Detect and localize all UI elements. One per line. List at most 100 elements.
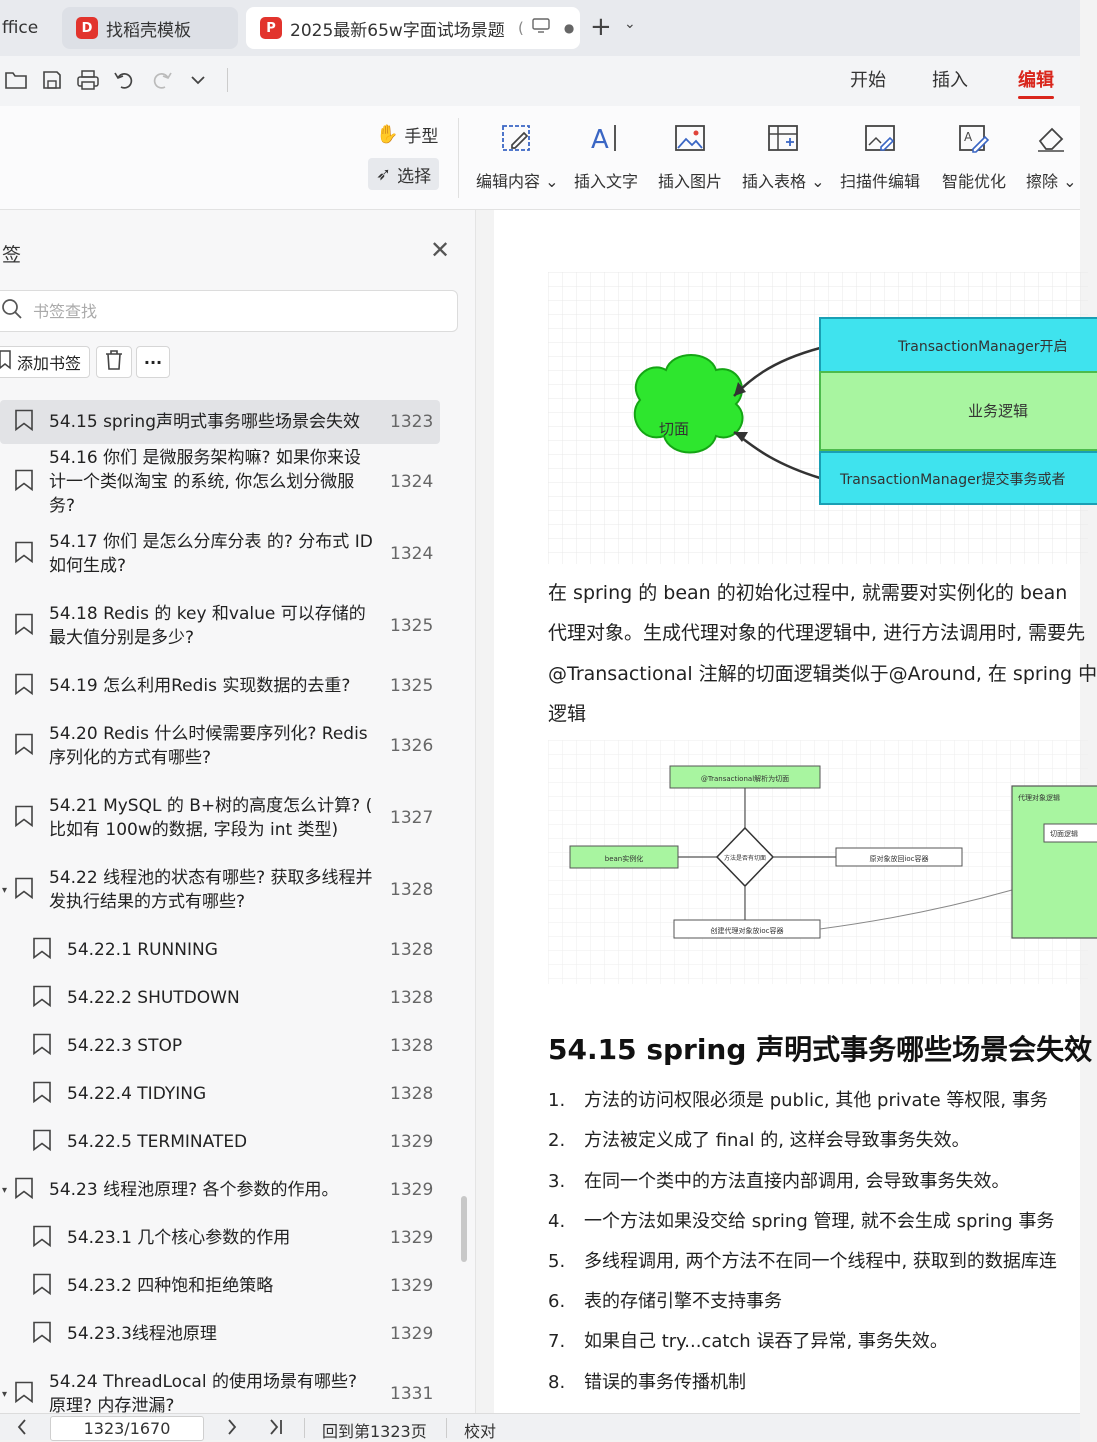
bookmark-icon xyxy=(14,733,34,759)
more-options-button[interactable]: ··· xyxy=(136,346,170,378)
edit-content-icon xyxy=(499,120,535,156)
paragraph-line-4: 逻辑 xyxy=(548,703,587,725)
aspect-logic-label: 切面逻辑 xyxy=(1050,829,1078,838)
bookmark-panel-title: 签 xyxy=(2,244,22,266)
insert-text-icon: A xyxy=(588,120,624,156)
undo-icon[interactable] xyxy=(110,66,138,94)
bookmark-item[interactable]: 54.19 怎么利用Redis 实现数据的去重?1325 xyxy=(0,662,440,710)
hand-tool-button[interactable]: ✋ 手型 xyxy=(376,122,438,147)
proxy-link-curve xyxy=(819,889,1013,930)
trash-icon xyxy=(104,349,124,375)
docer-logo-icon: D xyxy=(76,17,98,39)
list-item-text: 方法的访问权限必须是 public, 其他 private 等权限, 事务 xyxy=(584,1090,1048,1111)
tm-open-box xyxy=(819,317,1097,373)
bookmark-page-number: 1329 xyxy=(390,1132,434,1152)
unsaved-dot-icon[interactable]: ● xyxy=(563,21,575,35)
bookmark-item[interactable]: ▾54.23 线程池原理? 各个参数的作用。1329 xyxy=(0,1166,440,1214)
select-tool-button[interactable]: ➶ 选择 xyxy=(368,158,440,190)
status-bar: 1323/1670 回到第1323页 校对 xyxy=(0,1413,1080,1441)
bookmark-icon xyxy=(14,409,34,435)
list-item: 8.错误的事务传播机制 xyxy=(548,1368,746,1394)
bookmark-search-input[interactable] xyxy=(33,301,413,321)
bookmark-icon xyxy=(32,985,52,1011)
list-item-number: 2. xyxy=(548,1130,566,1151)
proxy-flow-diagram: @Transactional解析为切面 bean实例化 方法是否有切面 原对象放… xyxy=(548,740,1097,984)
redo-icon[interactable] xyxy=(148,66,176,94)
screen-icon[interactable] xyxy=(532,17,550,39)
new-tab-button[interactable]: + xyxy=(590,12,612,42)
tab-document-label: 2025最新65w字面试场景题 xyxy=(290,20,505,41)
bookmark-search[interactable] xyxy=(0,290,458,332)
arrow-bottom-head xyxy=(734,432,748,442)
delete-bookmark-button[interactable] xyxy=(96,346,132,378)
tab-template[interactable]: D 找稻壳模板 xyxy=(62,7,238,49)
bookmark-label: 54.24 ThreadLocal 的使用场景有哪些? 原理? 内存泄漏? xyxy=(49,1372,358,1416)
insert-image-label: 插入图片 xyxy=(658,172,723,191)
page-number-field[interactable]: 1323/1670 xyxy=(50,1416,204,1441)
scan-edit-icon xyxy=(862,120,898,156)
bookmark-page-number: 1328 xyxy=(390,1084,434,1104)
quick-more-chevron-icon[interactable] xyxy=(184,66,212,94)
list-item-text: 多线程调用, 两个方法不在同一个线程中, 获取到的数据库连 xyxy=(584,1251,1057,1272)
menu-tab-insert[interactable]: 插入 xyxy=(932,70,968,91)
add-bookmark-icon xyxy=(0,350,11,374)
tm-open-label: TransactionManager开启 xyxy=(897,339,1067,355)
list-item-number: 6. xyxy=(548,1291,566,1312)
smart-optimize-button[interactable]: A 智能优化 xyxy=(942,120,1006,192)
next-page-icon[interactable] xyxy=(226,1418,238,1440)
bookmark-label: 54.23.1 几个核心参数的作用 xyxy=(67,1228,291,1248)
print-icon[interactable] xyxy=(74,66,102,94)
prev-page-icon[interactable] xyxy=(16,1418,28,1440)
expand-caret-icon[interactable]: ▾ xyxy=(2,1184,8,1196)
insert-table-button[interactable]: 插入表格 ⌄ xyxy=(742,120,825,192)
bookmark-item[interactable]: 54.20 Redis 什么时候需要序列化? Redis 序列化的方式有哪些?1… xyxy=(0,710,440,782)
menu-tab-start[interactable]: 开始 xyxy=(850,70,886,91)
close-panel-icon[interactable]: ✕ xyxy=(430,236,451,264)
ribbon: ✋ 手型 ➶ 选择 编辑内容 ⌄ A 插入文字 插入图片 插入表格 ⌄ 扫描件编… xyxy=(0,106,1080,210)
tab-app-label: ffice xyxy=(2,18,39,38)
list-item: 2. 方法被定义成了 final 的, 这样会导致事务失效。 xyxy=(548,1126,970,1152)
edit-content-button[interactable]: 编辑内容 ⌄ xyxy=(476,120,559,192)
bookmark-item[interactable]: 54.16 你们 是微服务架构嘛? 如果你来设计一个类似淘宝 的系统, 你怎么划… xyxy=(0,446,440,518)
bookmark-item[interactable]: ▾54.22 线程池的状态有哪些? 获取多线程并发执行结果的方式有哪些?1328 xyxy=(0,854,440,926)
scan-edit-button[interactable]: 扫描件编辑 xyxy=(840,120,920,192)
open-folder-icon[interactable] xyxy=(2,66,30,94)
sidebar-scrollbar[interactable] xyxy=(461,1196,467,1262)
return-ioc-box xyxy=(835,847,963,867)
add-bookmark-button[interactable]: 添加书签 xyxy=(0,346,90,378)
list-item-text: 方法被定义成了 final 的, 这样会导致事务失效。 xyxy=(584,1130,970,1151)
bookmark-item[interactable]: 54.21 MySQL 的 B+树的高度怎么计算? ( 比如有 100w的数据,… xyxy=(0,782,440,854)
document-page: 切面 TransactionManager开启 业务逻辑 Transaction… xyxy=(494,210,1097,1413)
ribbon-divider xyxy=(458,118,459,198)
goto-page-button[interactable]: 回到第1323页 xyxy=(322,1422,427,1441)
tab-app[interactable]: ffice xyxy=(0,7,52,49)
expand-caret-icon[interactable]: ▾ xyxy=(2,884,8,896)
erase-button[interactable]: 擦除 ⌄ xyxy=(1026,120,1077,192)
menu-tab-edit[interactable]: 编辑 xyxy=(1018,70,1054,91)
bookmark-label: 54.22.1 RUNNING xyxy=(67,940,218,960)
tab-document[interactable]: P 2025最新65w字面试场景题 ( ● xyxy=(246,7,580,49)
insert-image-button[interactable]: 插入图片 xyxy=(658,120,722,192)
save-icon[interactable] xyxy=(38,66,66,94)
bookmark-icon xyxy=(32,1273,52,1299)
tab-template-label: 找稻壳模板 xyxy=(106,20,191,41)
bookmark-item[interactable]: 54.18 Redis 的 key 和value 可以存储的最大值分别是多少?1… xyxy=(0,590,440,662)
proofread-button[interactable]: 校对 xyxy=(464,1422,497,1441)
expand-caret-icon[interactable]: ▾ xyxy=(2,1388,8,1400)
bookmark-icon xyxy=(32,1129,52,1155)
last-page-icon[interactable] xyxy=(268,1418,284,1440)
bookmark-item[interactable]: 54.17 你们 是怎么分库分表 的? 分布式 ID 如何生成?1324 xyxy=(0,518,440,590)
tab-list-chevron-icon[interactable]: ⌄ xyxy=(624,16,636,32)
insert-text-button[interactable]: A 插入文字 xyxy=(574,120,638,192)
smart-optimize-icon: A xyxy=(956,120,992,156)
bookmark-item[interactable]: ▾54.24 ThreadLocal 的使用场景有哪些? 原理? 内存泄漏?13… xyxy=(0,1358,440,1430)
